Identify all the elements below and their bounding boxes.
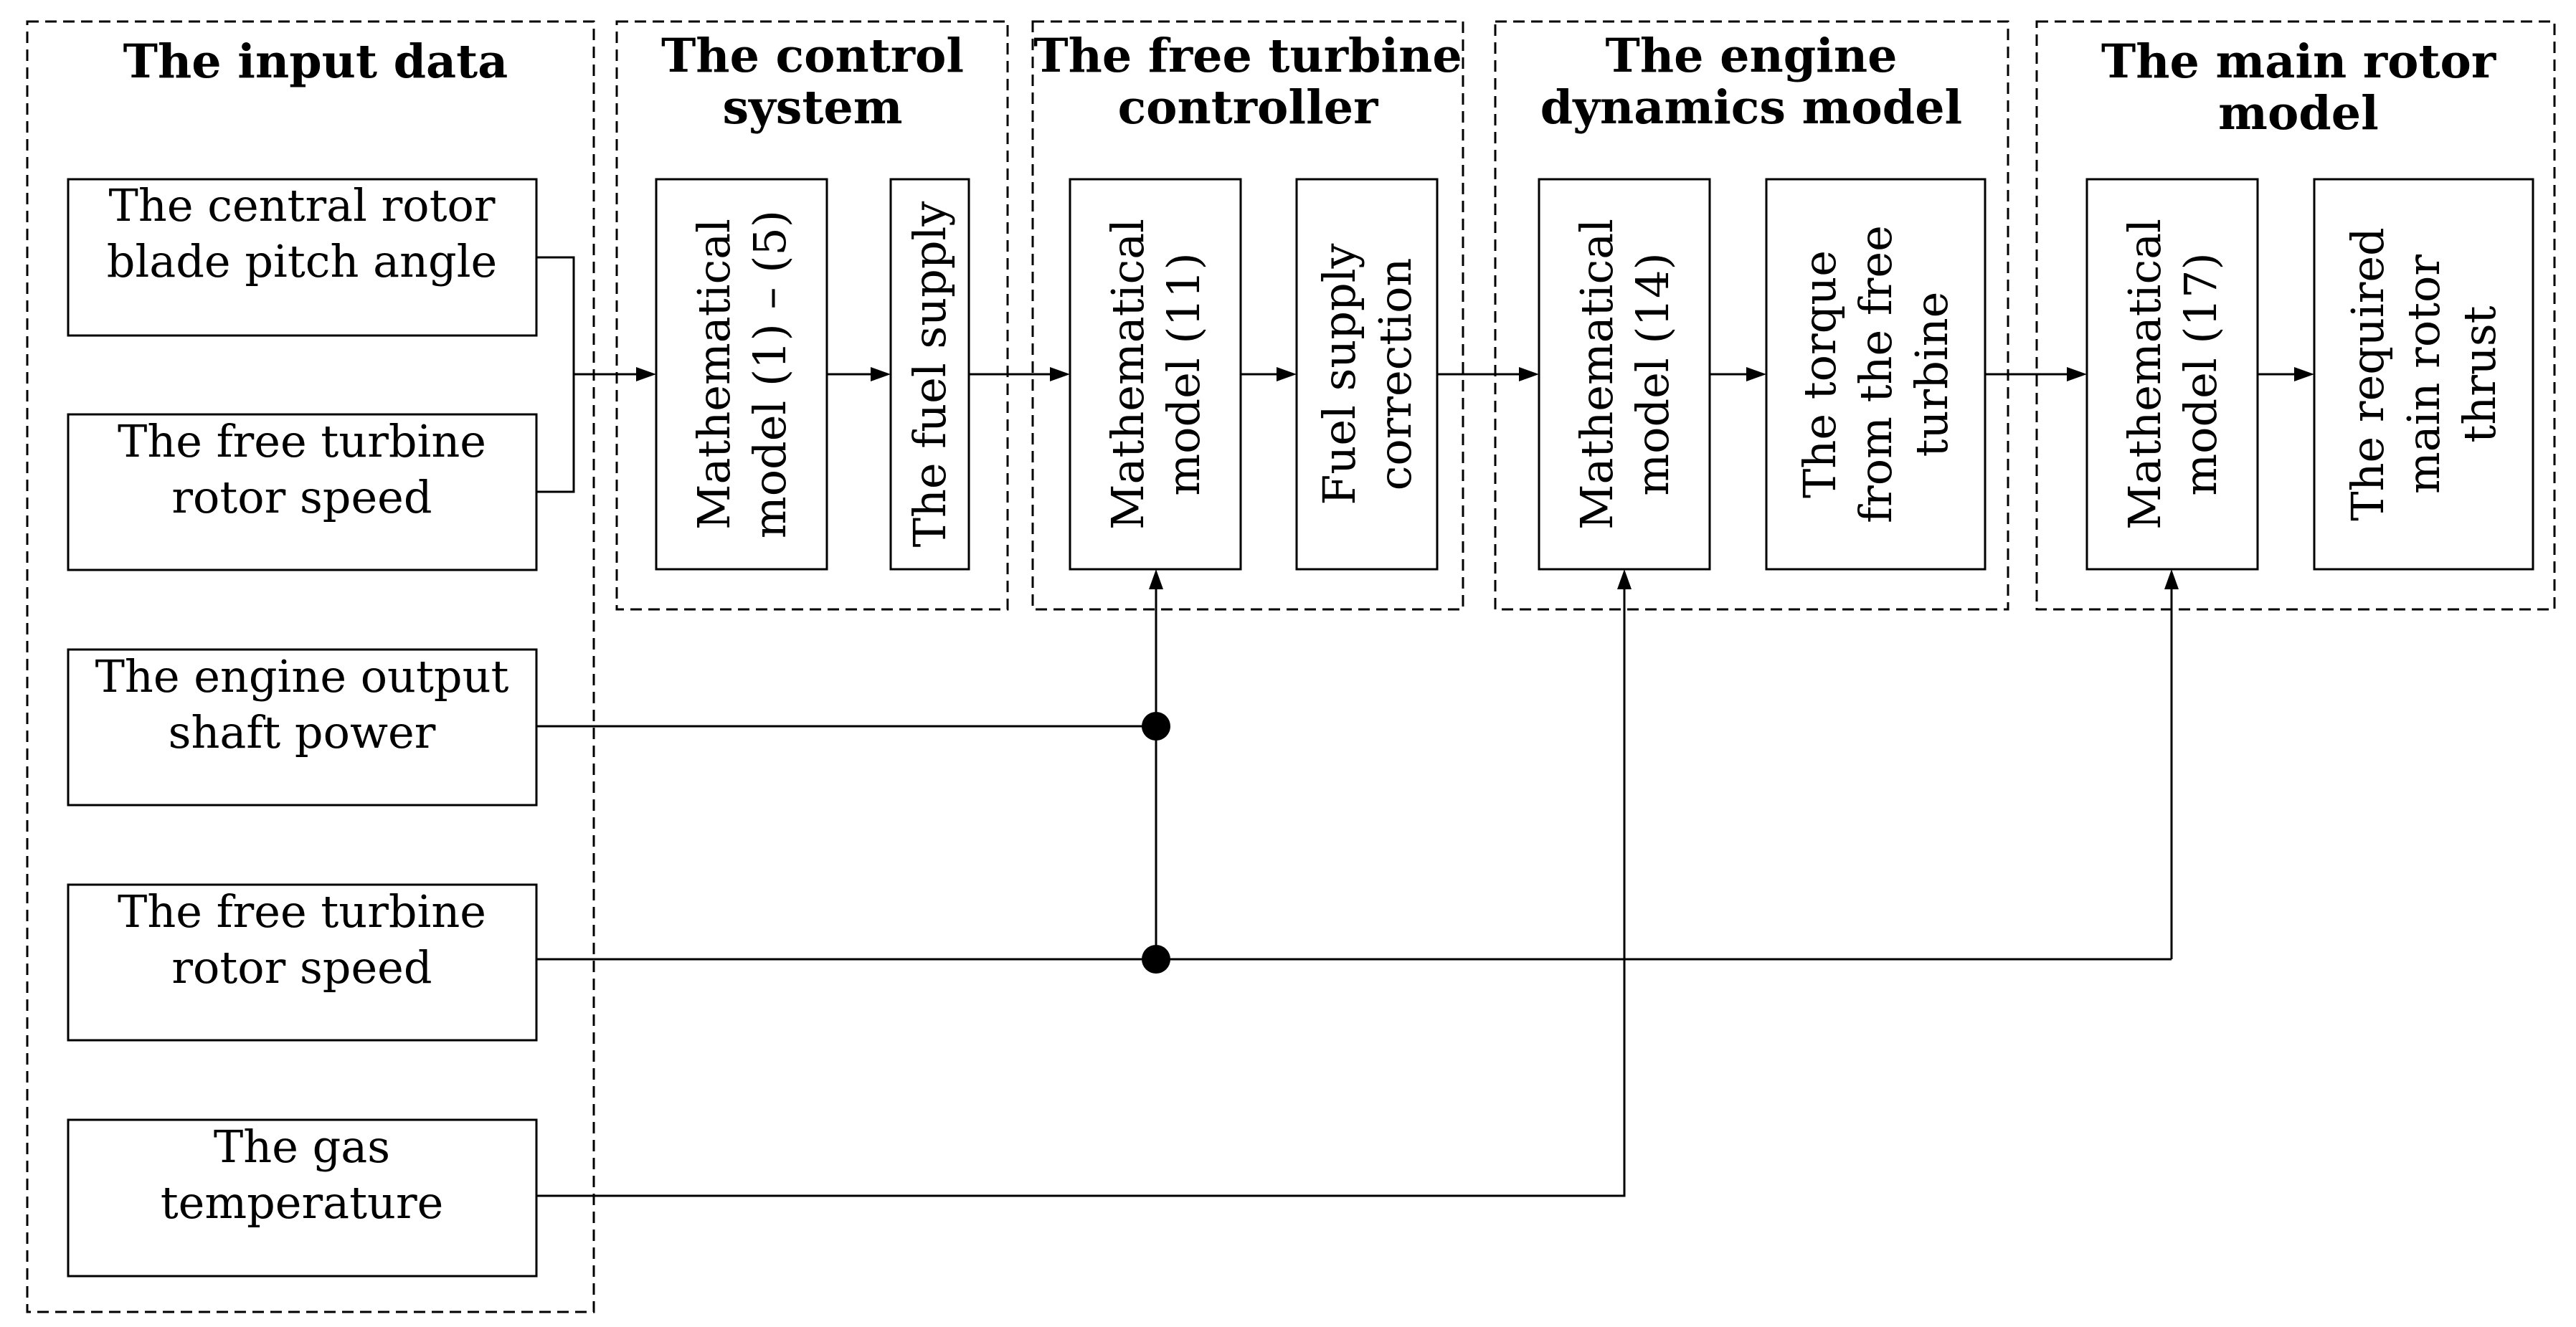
group-free-turbine-controller-frame [1031, 20, 1464, 611]
thrust-arrowhead [2294, 367, 2314, 381]
torque-label: The torquefrom the freeturbine [1794, 225, 1958, 523]
group-input-data-title: The input data [123, 34, 508, 89]
engine-model-line-2: model (14) [1626, 252, 1679, 495]
input-merge-bracket [536, 256, 575, 493]
group-control-system-frame [615, 20, 1009, 611]
fuel-supply-arrowhead [871, 367, 891, 381]
group-engine-dynamics-line-1: The engine [1606, 29, 1898, 83]
input-rotor-speed-bottom-box [67, 883, 538, 1042]
group-input-data-line-1: The input data [123, 34, 508, 89]
fuel-correction-line-1: Fuel supply [1313, 243, 1365, 505]
fuel-supply-box [889, 178, 970, 571]
group-main-rotor-line-1: The main rotor [2101, 34, 2496, 89]
input-rotor-speed-bottom-line-1: The free turbine [118, 885, 486, 938]
input-rotor-speed-top-line-1: The free turbine [118, 415, 486, 467]
input-rotor-speed-top-line-2: rotor speed [171, 471, 432, 523]
thrust-line-3: thrust [2453, 305, 2506, 442]
torque-line-1: The torque [1794, 250, 1846, 498]
input-shaft-power-line-2: shaft power [169, 706, 436, 758]
group-engine-dynamics-frame [1494, 20, 2009, 611]
control-model-box [655, 178, 828, 571]
shaft-power-junction-dot [1142, 712, 1170, 741]
rotor-model-line-2: model (17) [2174, 252, 2227, 495]
rotor-speed-junction-dot [1142, 945, 1170, 974]
ft-model-box [1069, 178, 1242, 571]
rotor-model-box [2085, 178, 2259, 571]
gas-temperature-feed-line [536, 588, 1626, 1197]
group-control-system-line-2: system [722, 80, 902, 135]
thrust-box [2313, 178, 2534, 571]
group-free-turbine-controller-line-2: controller [1118, 80, 1379, 135]
thrust-line-1: The required [2341, 227, 2394, 520]
control-model-arrowhead [636, 367, 656, 381]
input-gas-temperature-line-1: The gas [214, 1121, 390, 1173]
group-main-rotor-line-2: model [2218, 86, 2379, 141]
group-main-rotor-frame [2035, 20, 2556, 611]
control-model-line-1: Mathematical [688, 219, 740, 530]
engine-model-label: Mathematicalmodel (14) [1571, 219, 1679, 530]
engine-model-arrowhead [1519, 367, 1539, 381]
group-input-data-frame [26, 20, 595, 1313]
input-rotor-speed-bottom-line-2: rotor speed [171, 941, 432, 994]
group-engine-dynamics-line-2: dynamics model [1540, 80, 1963, 135]
ft-model-line-1: Mathematical [1102, 219, 1154, 530]
engine-model-bottom-arrowhead [1617, 569, 1632, 589]
torque-box [1765, 178, 1987, 571]
torque-arrowhead [1746, 367, 1766, 381]
torque-line-3: turbine [1905, 292, 1958, 457]
engine-model-box [1538, 178, 1711, 571]
group-control-system-line-1: The control [661, 29, 964, 83]
engine-model-line-1: Mathematical [1571, 219, 1623, 530]
fuel-correction-label: Fuel supplycorrection [1313, 243, 1421, 505]
rotor-model-arrowhead [2067, 367, 2087, 381]
input-rotor-speed-top-box [67, 413, 538, 571]
torque-line-2: from the free [1850, 225, 1902, 523]
control-model-label: Mathematicalmodel (1) – (5) [688, 210, 796, 538]
group-free-turbine-controller-line-1: The free turbine [1033, 29, 1462, 83]
input-shaft-power-line-1: The engine output [95, 650, 509, 703]
input-gas-temperature-line-2: temperature [161, 1176, 444, 1229]
ft-model-bottom-arrowhead [1149, 569, 1163, 589]
rotor-model-bottom-arrowhead [2164, 569, 2179, 589]
fuel-supply-label: The fuel supply [904, 201, 956, 548]
fuel-correction-line-2: correction [1369, 258, 1421, 491]
thrust-line-2: main rotor [2397, 255, 2450, 494]
fuel-correction-box [1295, 178, 1439, 571]
fuel-supply-line-1: The fuel supply [904, 201, 956, 548]
input-blade-pitch-box [67, 178, 538, 337]
thrust-label: The requiredmain rotorthrust [2341, 227, 2506, 520]
input-blade-pitch-line-1: The central rotor [109, 179, 496, 232]
input-gas-temperature-box [67, 1118, 538, 1278]
ft-model-arrowhead [1050, 367, 1070, 381]
rotor-model-label: Mathematicalmodel (17) [2118, 219, 2227, 530]
ft-model-label: Mathematicalmodel (11) [1102, 219, 1210, 530]
rotor-model-line-1: Mathematical [2118, 219, 2171, 530]
fuel-correction-arrowhead [1277, 367, 1297, 381]
control-model-line-2: model (1) – (5) [744, 210, 796, 538]
ft-model-line-2: model (11) [1157, 252, 1210, 495]
input-blade-pitch-line-2: blade pitch angle [107, 235, 497, 287]
